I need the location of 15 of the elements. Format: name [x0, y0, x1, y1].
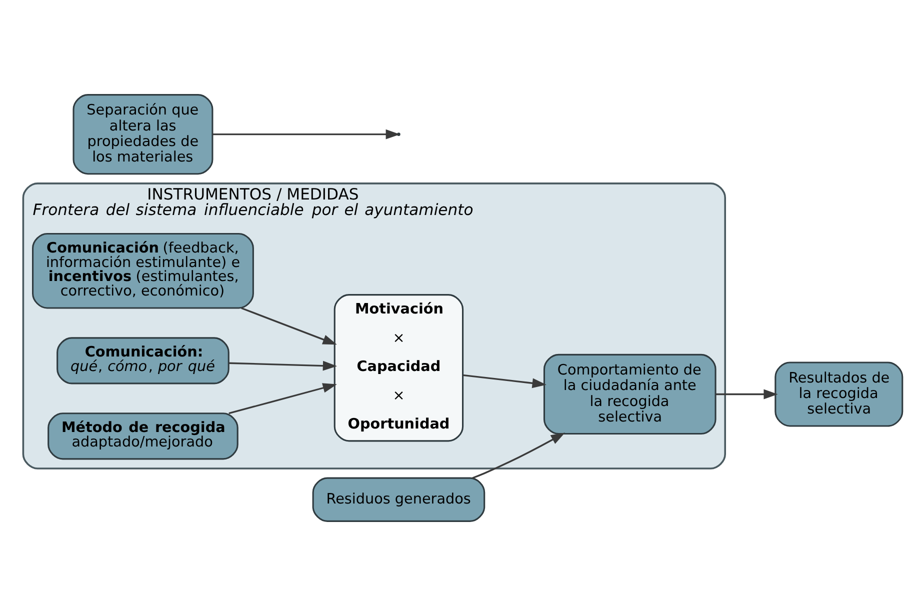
arrow — [472, 432, 566, 479]
node-box: Separación que altera las propiedades de los materiales — [72, 94, 214, 175]
node-box: Comportamiento de la ciudadanía ante la recogida selectiva — [543, 354, 716, 435]
arrow — [241, 307, 337, 345]
node-box: Método de recogida adaptado/mejorado — [48, 412, 238, 460]
node-box: Comunicación (feedback, información estimulante) e incentivos (estimulantes, correctivo, económico) — [32, 232, 254, 309]
node-box: Motivación × Capacidad × Oportunidad — [334, 294, 464, 442]
arrow — [462, 374, 546, 388]
arrow — [212, 129, 400, 140]
node-box: Resultados de la recogida selectiva — [774, 362, 904, 427]
node-box: Residuos generados — [312, 477, 486, 522]
arrow — [228, 383, 337, 414]
arrow — [228, 360, 338, 371]
node-box: Comunicación: qué, cómo, por qué — [56, 337, 230, 384]
arrow — [716, 389, 778, 400]
